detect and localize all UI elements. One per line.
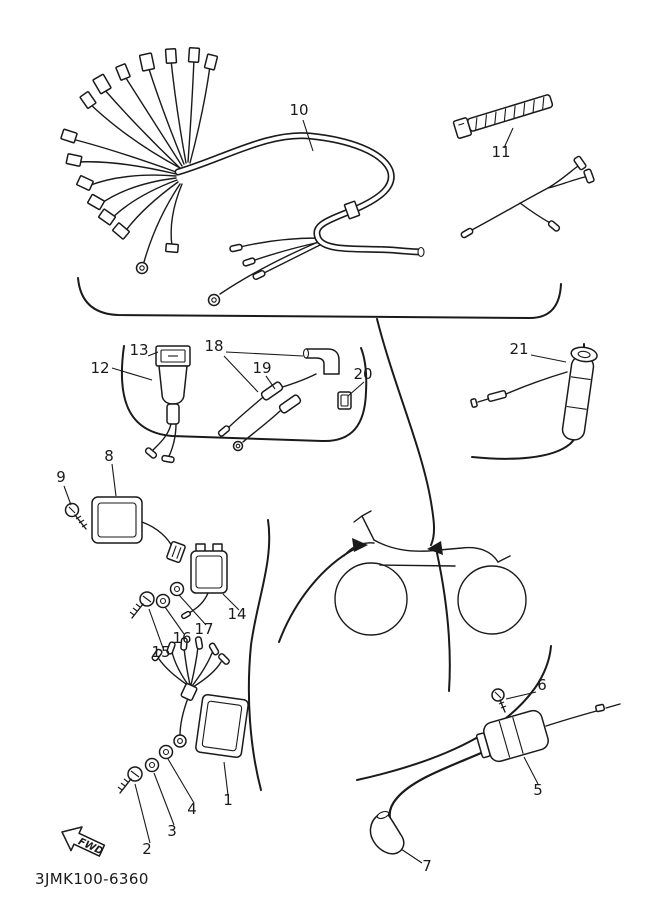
ignition-coil-drawing	[180, 543, 228, 620]
wiring-harness-drawing	[60, 46, 425, 307]
callout-12: 12	[90, 359, 109, 377]
vehicle-sketch	[334, 510, 527, 636]
callout-20: 20	[353, 365, 372, 383]
solenoid-drawing	[388, 703, 621, 824]
part-number: 3JMK100-6360	[35, 870, 149, 888]
callout-15: 15	[151, 643, 170, 661]
callout-10: 10	[289, 101, 308, 119]
location-arrow-icon	[352, 538, 368, 552]
plug-lead-drawing	[217, 348, 340, 452]
callout-7: 7	[422, 857, 432, 875]
callout-14: 14	[227, 605, 246, 623]
fasteners-15-16-17-drawing	[129, 581, 185, 619]
fasteners-2-3-4-drawing	[117, 744, 174, 794]
callout-leaders	[63, 119, 567, 864]
unit-1-drawing	[151, 636, 249, 759]
callout-18: 18	[204, 337, 223, 355]
callout-2: 2	[142, 840, 152, 858]
screw-9-drawing	[64, 502, 88, 530]
cdi-unit-drawing	[91, 496, 186, 564]
location-arrow-icon	[427, 541, 443, 555]
callout-13: 13	[129, 341, 148, 359]
strap-drawing	[452, 94, 554, 139]
callouts: 1 2 3 4 5 6 7 8 9 10 11 12 13 14 15 16 1…	[56, 101, 547, 875]
callout-17: 17	[194, 620, 213, 638]
callout-3: 3	[167, 822, 177, 840]
callout-11: 11	[491, 143, 510, 161]
callout-16: 16	[172, 629, 191, 647]
boot-drawing	[369, 810, 405, 855]
callout-8: 8	[104, 447, 114, 465]
callout-19: 19	[252, 359, 271, 377]
callout-6: 6	[537, 676, 547, 694]
callout-5: 5	[533, 781, 543, 799]
clip-drawing	[337, 391, 352, 410]
fwd-arrow-icon: FWD	[61, 826, 106, 857]
screw-6-drawing	[491, 688, 507, 713]
callout-1: 1	[223, 791, 233, 809]
callout-4: 4	[187, 800, 197, 818]
grip-drawing	[470, 346, 598, 441]
lead-wire-assembly-drawing	[460, 155, 595, 239]
main-switch-drawing	[144, 345, 191, 464]
callout-9: 9	[56, 468, 66, 486]
callout-21: 21	[509, 340, 528, 358]
